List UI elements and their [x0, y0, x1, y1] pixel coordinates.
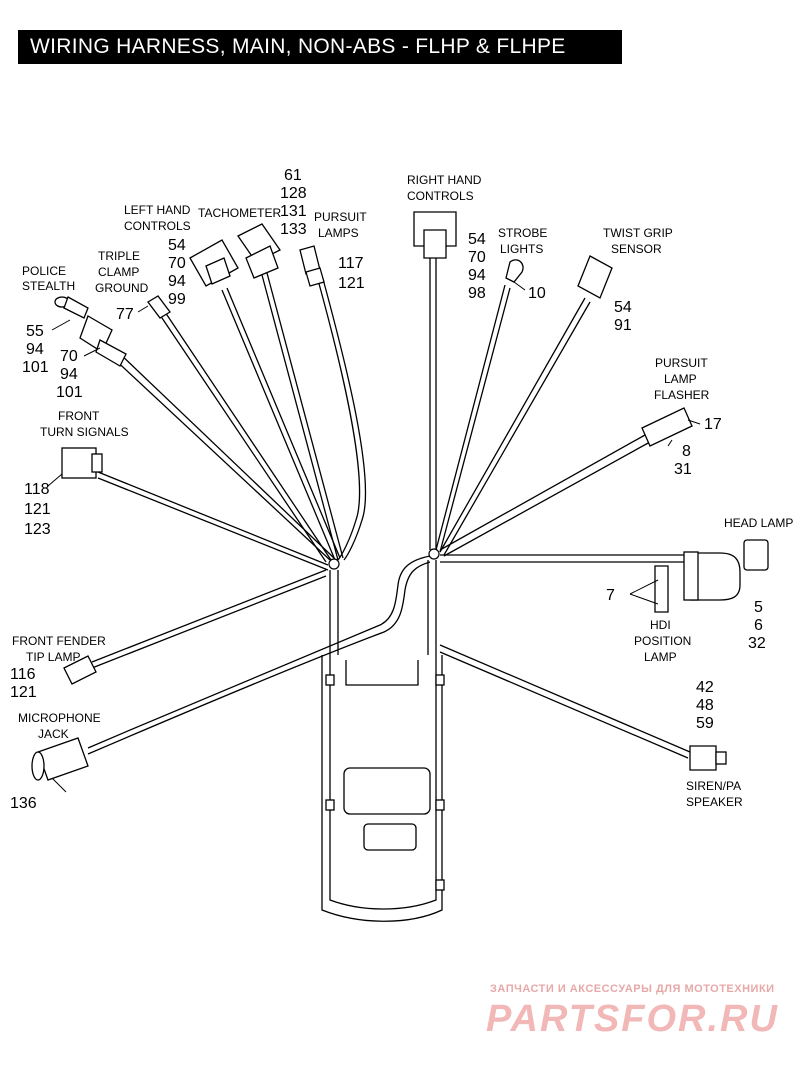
page-title: WIRING HARNESS, MAIN, NON-ABS - FLHP & F…: [18, 30, 622, 64]
strobe-lights-connector: [505, 259, 524, 283]
refs-strobe: 10: [528, 285, 546, 302]
refs-hdi: 7: [606, 587, 615, 604]
label-tachometer: TACHOMETER: [198, 206, 281, 220]
right-hub-knot: [428, 548, 440, 560]
pursuit-lamps-connector: [299, 245, 325, 287]
watermark-tagline: ЗАПЧАСТИ И АКСЕССУАРЫ ДЛЯ МОТОТЕХНИКИ: [490, 983, 775, 995]
tachometer-connector: [237, 223, 281, 279]
head-lamp-connector: [743, 539, 769, 571]
triple-clamp-ground-connector: [147, 295, 171, 319]
refs-flasher-a: 17: [704, 416, 722, 433]
hdi-position-lamp-connector: [654, 551, 699, 613]
pursuit-lamp-flasher-connector: [641, 407, 693, 447]
refs-microphone: 136: [10, 795, 37, 812]
police-stealth-connector: [54, 296, 127, 367]
left-hand-controls-connector: [189, 239, 239, 287]
right-hand-controls-connector: [413, 211, 457, 259]
refs-triple-clamp: 77: [116, 306, 134, 323]
front-turn-signals-connector: [61, 447, 103, 479]
watermark-logo: PARTSFOR.RU: [486, 998, 779, 1040]
microphone-jack-connector: [31, 737, 89, 781]
label-head-lamp: HEAD LAMP: [724, 516, 793, 530]
left-hub-knot: [328, 558, 340, 570]
leader-lines: [47, 281, 701, 793]
siren-pa-speaker-connector: [689, 745, 727, 771]
front-fender-tip-lamp-connector: [63, 655, 97, 685]
fairing-bracket: [321, 655, 445, 922]
harness-wires: [87, 255, 741, 759]
twist-grip-sensor-connector: [577, 255, 613, 299]
